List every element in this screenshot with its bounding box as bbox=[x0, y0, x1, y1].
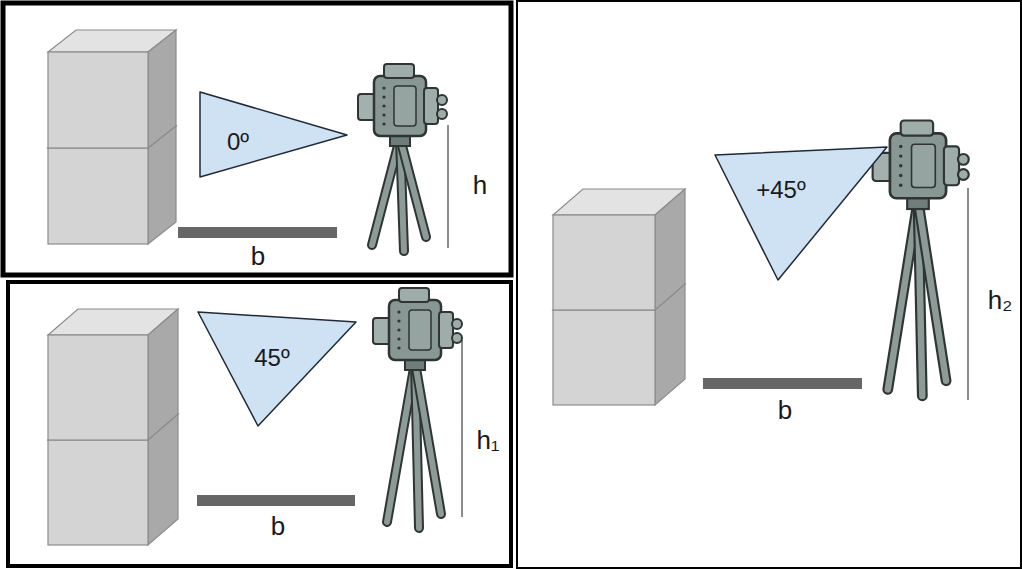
height-label: h bbox=[473, 170, 487, 201]
cube bbox=[48, 30, 176, 148]
distance-bar bbox=[178, 227, 337, 238]
panel-border bbox=[517, 1, 1021, 568]
view-angle-triangle: 45º bbox=[198, 312, 356, 426]
angle-label: 45º bbox=[254, 344, 289, 372]
height-line bbox=[461, 340, 463, 517]
angle-label: +45º bbox=[756, 176, 805, 204]
height-label: h₁ bbox=[476, 425, 499, 456]
panel-border bbox=[8, 282, 511, 566]
camera-on-tripod bbox=[358, 64, 447, 251]
distance-bar bbox=[197, 495, 355, 506]
view-angle-triangle: 0º bbox=[200, 92, 347, 177]
view-angle-triangle: +45º bbox=[715, 147, 887, 280]
triangle-shape bbox=[200, 92, 347, 177]
cube bbox=[48, 309, 178, 440]
cube bbox=[553, 189, 685, 310]
height-label: h₂ bbox=[988, 285, 1013, 316]
panel-border bbox=[3, 3, 511, 275]
distance-label: b bbox=[271, 511, 285, 542]
distance-bar bbox=[703, 378, 862, 389]
camera-on-tripod bbox=[873, 120, 969, 395]
triangle-shape bbox=[715, 147, 887, 280]
distance-label: b bbox=[778, 395, 792, 426]
camera-on-tripod bbox=[373, 288, 462, 528]
height-line bbox=[447, 125, 449, 248]
height-line bbox=[967, 188, 969, 400]
angle-label: 0º bbox=[227, 128, 249, 156]
distance-label: b bbox=[251, 241, 265, 272]
